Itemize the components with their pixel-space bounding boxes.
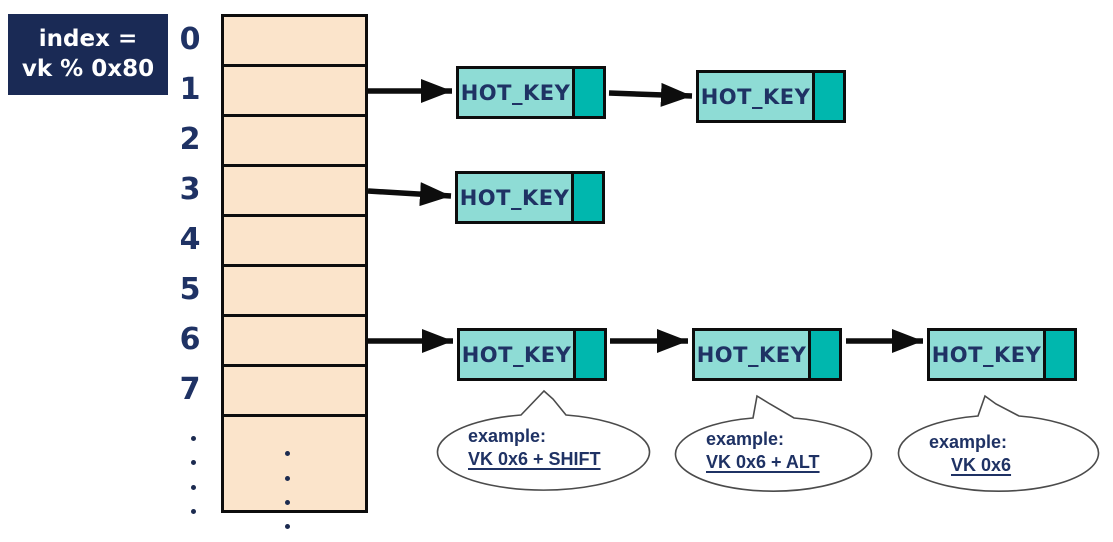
arrow-node-to-node (608, 82, 693, 107)
index-formula-line1: index = (38, 26, 138, 53)
bucket-index-5: 5 (179, 271, 201, 307)
next-pointer-cell (572, 69, 603, 116)
ellipsis-dot-left (191, 460, 196, 465)
next-pointer-cell (1043, 331, 1074, 378)
hotkey-node: HOT_KEY (696, 70, 846, 123)
array-cell-0 (224, 17, 365, 67)
index-formula-line2: vk % 0x80 (21, 55, 155, 82)
example-value: VK 0x6 (951, 455, 1012, 475)
hash-array (221, 14, 368, 513)
hotkey-node-label: HOT_KEY (461, 342, 572, 367)
array-cell-7 (224, 367, 365, 417)
callout-text-2: example: VK 0x6 + ALT (706, 428, 820, 474)
bucket-index-6: 6 (179, 321, 201, 357)
example-label: example: (929, 432, 1008, 452)
index-formula-box: index = vk % 0x80 (8, 14, 168, 95)
hotkey-node-label: HOT_KEY (696, 342, 807, 367)
ellipsis-dot-center (285, 451, 290, 456)
next-pointer-cell (808, 331, 839, 378)
bucket-index-3: 3 (179, 171, 201, 207)
array-cell-6 (224, 317, 365, 367)
hotkey-node: HOT_KEY (455, 171, 605, 224)
hotkey-node: HOT_KEY (692, 328, 842, 381)
hotkey-node-label: HOT_KEY (460, 80, 571, 105)
array-cell-1 (224, 67, 365, 117)
array-cell-4 (224, 217, 365, 267)
ellipsis-dot-center (285, 500, 290, 505)
hotkey-node-label: HOT_KEY (459, 185, 570, 210)
array-cell-2 (224, 117, 365, 167)
hotkey-node: HOT_KEY (927, 328, 1077, 381)
array-cell-3 (224, 167, 365, 217)
callout-text-3: example: VK 0x6 (929, 431, 1011, 477)
bucket-index-2: 2 (179, 121, 201, 157)
ellipsis-dot-left (191, 509, 196, 514)
example-value: VK 0x6 + ALT (706, 452, 820, 472)
ellipsis-dot-left (191, 485, 196, 490)
example-value: VK 0x6 + SHIFT (468, 449, 601, 469)
next-pointer-cell (812, 73, 843, 120)
array-cell-5 (224, 267, 365, 317)
bucket-index-1: 1 (179, 71, 201, 107)
hotkey-node-label: HOT_KEY (931, 342, 1042, 367)
next-pointer-cell (571, 174, 602, 221)
hotkey-node-label: HOT_KEY (700, 84, 811, 109)
ellipsis-dot-left (191, 436, 196, 441)
bucket-index-4: 4 (179, 221, 201, 257)
ellipsis-dot-center (285, 476, 290, 481)
example-label: example: (706, 429, 785, 449)
callout-text-1: example: VK 0x6 + SHIFT (468, 425, 601, 471)
array-cell-ellipsis (224, 417, 365, 510)
next-pointer-cell (573, 331, 604, 378)
hotkey-node: HOT_KEY (456, 66, 606, 119)
bucket-index-7: 7 (179, 371, 201, 407)
bucket-index-0: 0 (179, 21, 201, 57)
ellipsis-dot-center (285, 524, 290, 529)
example-label: example: (468, 426, 547, 446)
arrow-bucket3-to-node (367, 182, 452, 207)
hotkey-node: HOT_KEY (457, 328, 607, 381)
